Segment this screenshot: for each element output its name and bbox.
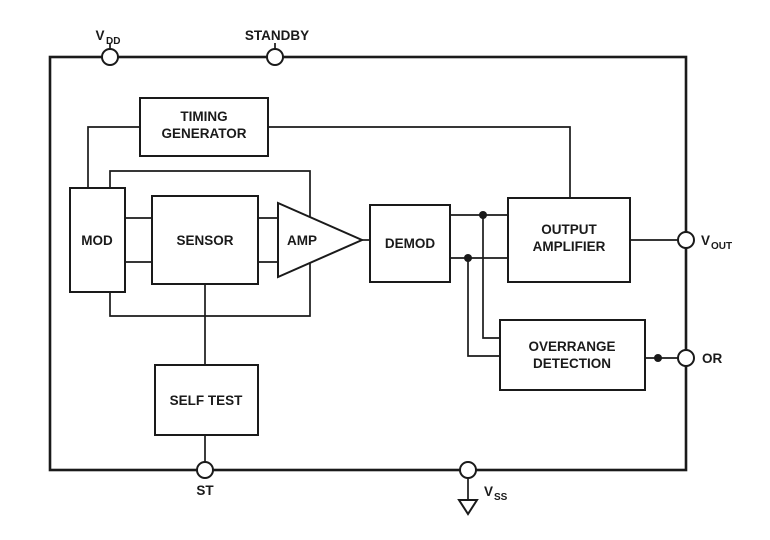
- pin-or: [677, 349, 695, 367]
- overrange-detection-label-line1: OVERRANGE: [528, 339, 615, 354]
- or-label: OR: [702, 351, 723, 366]
- timing-generator-label-line2: GENERATOR: [161, 126, 246, 141]
- vdd-label-main: V: [95, 28, 104, 43]
- self-test-label: SELF TEST: [170, 393, 244, 408]
- vout-label-main: V: [701, 233, 710, 248]
- ground-icon: [457, 499, 479, 516]
- standby-label: STANDBY: [245, 28, 309, 43]
- chip-outline: [48, 55, 688, 472]
- wire-tap-to-overrange-top: [482, 215, 500, 339]
- pin-vout: [677, 231, 695, 249]
- wire-timing-to-output-amplifier: [268, 126, 571, 198]
- mod-box: [69, 187, 126, 293]
- timing-generator-label-line1: TIMING: [180, 109, 227, 124]
- amp-label: AMP: [287, 233, 317, 248]
- pin-standby: [266, 48, 284, 66]
- overrange-detection-label-line2: DETECTION: [533, 356, 611, 371]
- output-amplifier-label-line1: OUTPUT: [541, 222, 597, 237]
- output-amplifier-label-line2: AMPLIFIER: [533, 239, 606, 254]
- amp-triangle: [277, 201, 365, 279]
- junction-dot-or: [654, 354, 662, 362]
- junction-dot-demod-top: [479, 211, 487, 219]
- wire-mod-loop-top: [109, 170, 311, 220]
- vdd-label-sub: DD: [106, 36, 120, 47]
- mod-label: MOD: [81, 233, 113, 248]
- wire-mod-loop-bottom: [109, 260, 311, 317]
- sensor-box: [151, 195, 259, 285]
- timing-generator-box: [139, 97, 269, 157]
- pin-st: [196, 461, 214, 479]
- wire-timing-to-mod: [87, 126, 140, 188]
- st-label: ST: [196, 483, 214, 498]
- sensor-label: SENSOR: [176, 233, 233, 248]
- output-amplifier-box: [507, 197, 631, 283]
- vss-label-sub: SS: [494, 492, 508, 503]
- demod-box: [369, 204, 451, 283]
- junction-dot-demod-bottom: [464, 254, 472, 262]
- vout-label-sub: OUT: [711, 241, 732, 252]
- vss-label-main: V: [484, 484, 493, 499]
- self-test-box: [154, 364, 259, 436]
- pin-vdd: [101, 48, 119, 66]
- demod-label: DEMOD: [385, 236, 436, 251]
- pin-vss: [459, 461, 477, 479]
- wire-tap-to-overrange-bottom: [467, 258, 500, 357]
- overrange-detection-box: [499, 319, 646, 391]
